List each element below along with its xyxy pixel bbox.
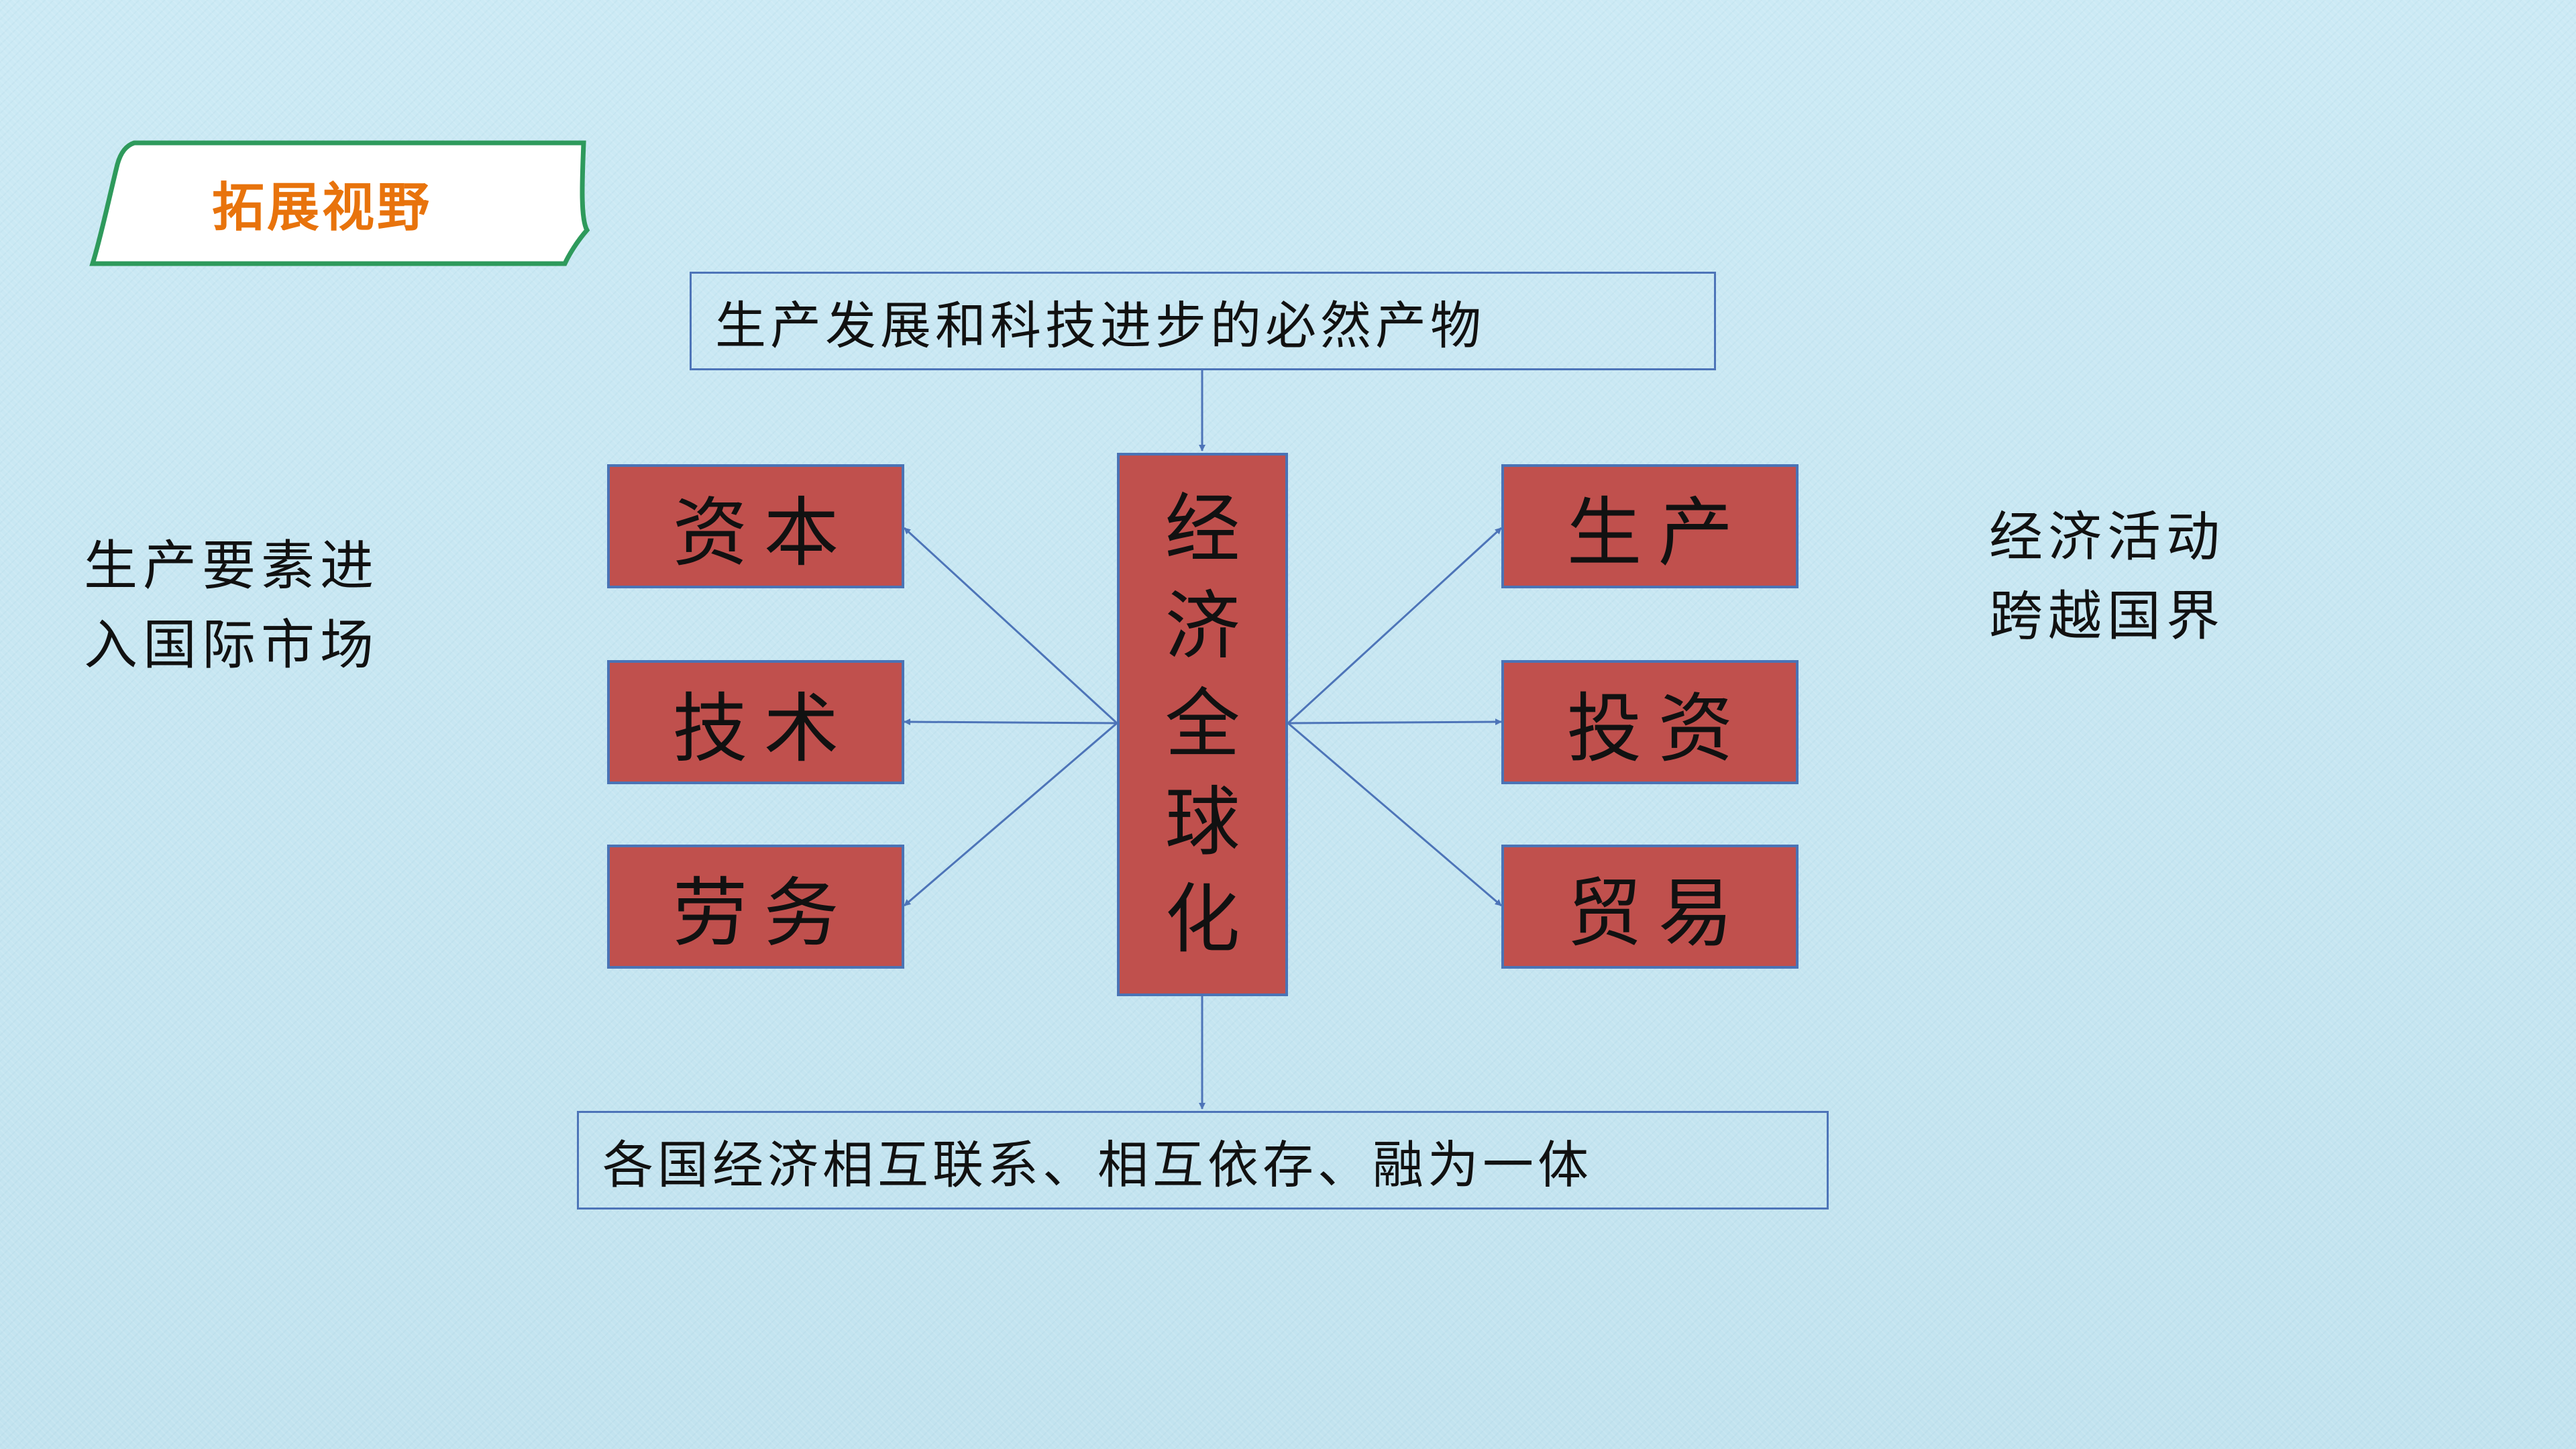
cause-box: 生产发展和科技进步的必然产物 (690, 272, 1716, 370)
center-char: 化 (1165, 876, 1240, 964)
economic-globalization-box: 经 济 全 球 化 (1117, 453, 1288, 996)
center-char: 球 (1165, 778, 1240, 866)
labor-box: 劳务 (607, 845, 904, 969)
arrow-center-to-labor (904, 722, 1118, 907)
right-note-line: 跨越国界 (1989, 585, 2225, 647)
page-title: 拓展视野 (211, 176, 432, 238)
technology-box: 技术 (607, 660, 904, 784)
investment-box: 投资 (1501, 660, 1799, 784)
capital-box: 资本 (607, 464, 904, 588)
arrow-center-to-trade (1287, 722, 1502, 907)
arrow-center-to-production (1287, 527, 1503, 724)
right-note-line: 经济活动 (1989, 506, 2225, 568)
center-char: 济 (1165, 583, 1240, 671)
arrow-center-to-technology (904, 718, 1118, 726)
trade-box: 贸易 (1501, 845, 1799, 969)
left-note-line: 生产要素进 (84, 535, 379, 597)
arrow-center-to-investment (1287, 718, 1502, 726)
arrow-center-to-capital (903, 527, 1118, 724)
right-note: 经济活动 跨越国界 (1989, 498, 2225, 656)
left-note: 生产要素进 入国际市场 (84, 527, 379, 685)
left-note-line: 入国际市场 (84, 614, 379, 676)
center-char: 经 (1165, 485, 1240, 573)
production-box: 生产 (1501, 464, 1799, 588)
title-tab-shape (89, 140, 590, 266)
section-title-tab: 拓展视野 (87, 138, 590, 268)
result-box: 各国经济相互联系、相互依存、融为一体 (577, 1111, 1829, 1210)
center-char: 全 (1165, 680, 1240, 768)
